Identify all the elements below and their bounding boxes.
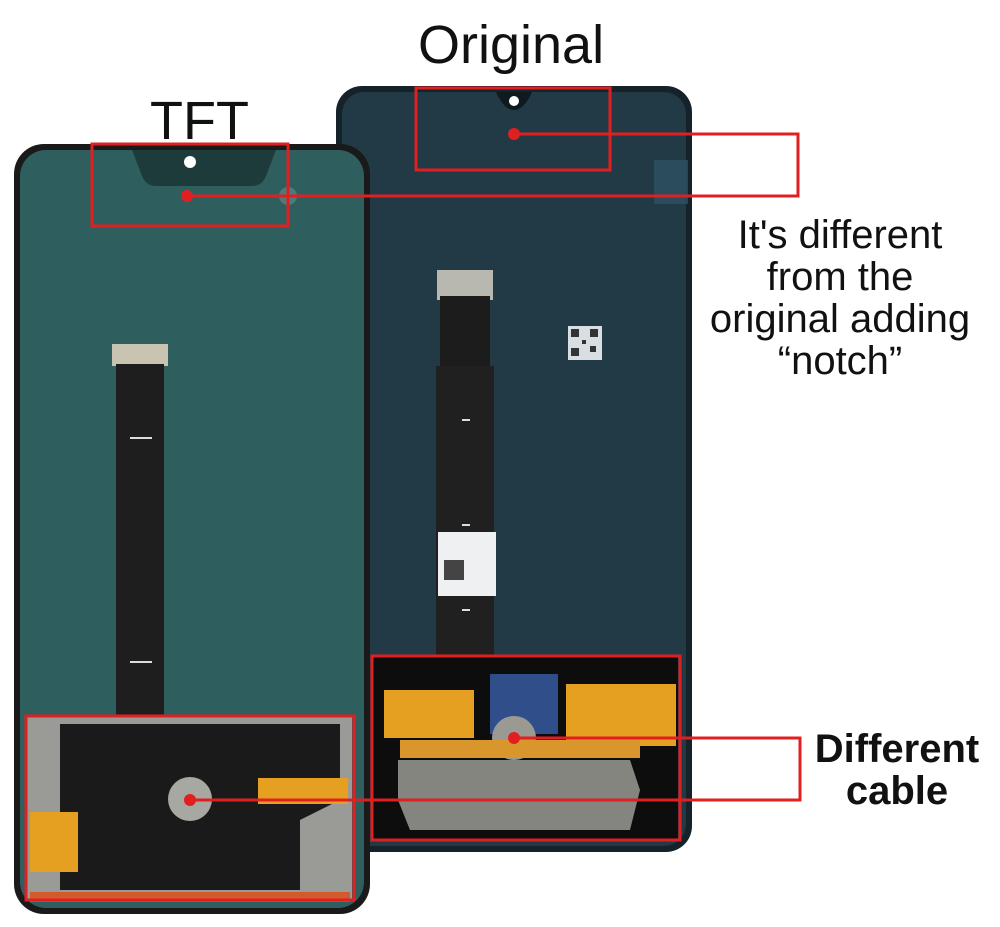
tft-orange-flex-left (30, 812, 78, 872)
annotation-notch-difference: It's different from the original adding … (690, 214, 990, 382)
original-metal-plate (398, 760, 640, 830)
tft-front-camera (184, 156, 196, 168)
tft-flex-connector (112, 344, 168, 366)
original-front-camera (509, 96, 519, 106)
annotation-cable-line: cable (845, 769, 949, 813)
callout-box-original-cable (370, 654, 682, 842)
leader-line-notch (190, 132, 800, 198)
label-original: Original (418, 15, 605, 75)
tft-display-panel (14, 144, 370, 914)
original-flex-cable-lower (436, 366, 494, 666)
annotation-notch-line: “notch” (777, 339, 903, 383)
callout-box-tft-cable (24, 714, 356, 902)
label-tft: TFT (150, 91, 249, 151)
callout-box-original-notch (414, 86, 612, 172)
original-orange-flex-right (566, 684, 676, 746)
original-flex-connector (437, 270, 493, 300)
marker-dot-original-notch (508, 128, 520, 140)
callout-box-tft-notch (90, 142, 290, 228)
original-orange-flex-left (384, 690, 474, 738)
annotation-cable-line: Different (814, 727, 980, 771)
annotation-cable-difference: Different cable (812, 728, 982, 812)
marker-dot-tft-cable (184, 794, 196, 806)
marker-dot-tft-notch (181, 190, 193, 202)
callout-annotations (24, 86, 802, 902)
leader-line-cable (190, 736, 802, 802)
annotation-notch-line: from the (766, 255, 914, 299)
marker-dot-original-cable (508, 732, 520, 744)
annotation-notch-line: It's different (737, 213, 943, 257)
tft-wide-notch (132, 150, 276, 186)
annotation-notch-line: original adding (709, 297, 971, 341)
original-flex-cable-upper (440, 296, 490, 366)
tft-flex-cable (116, 364, 164, 718)
